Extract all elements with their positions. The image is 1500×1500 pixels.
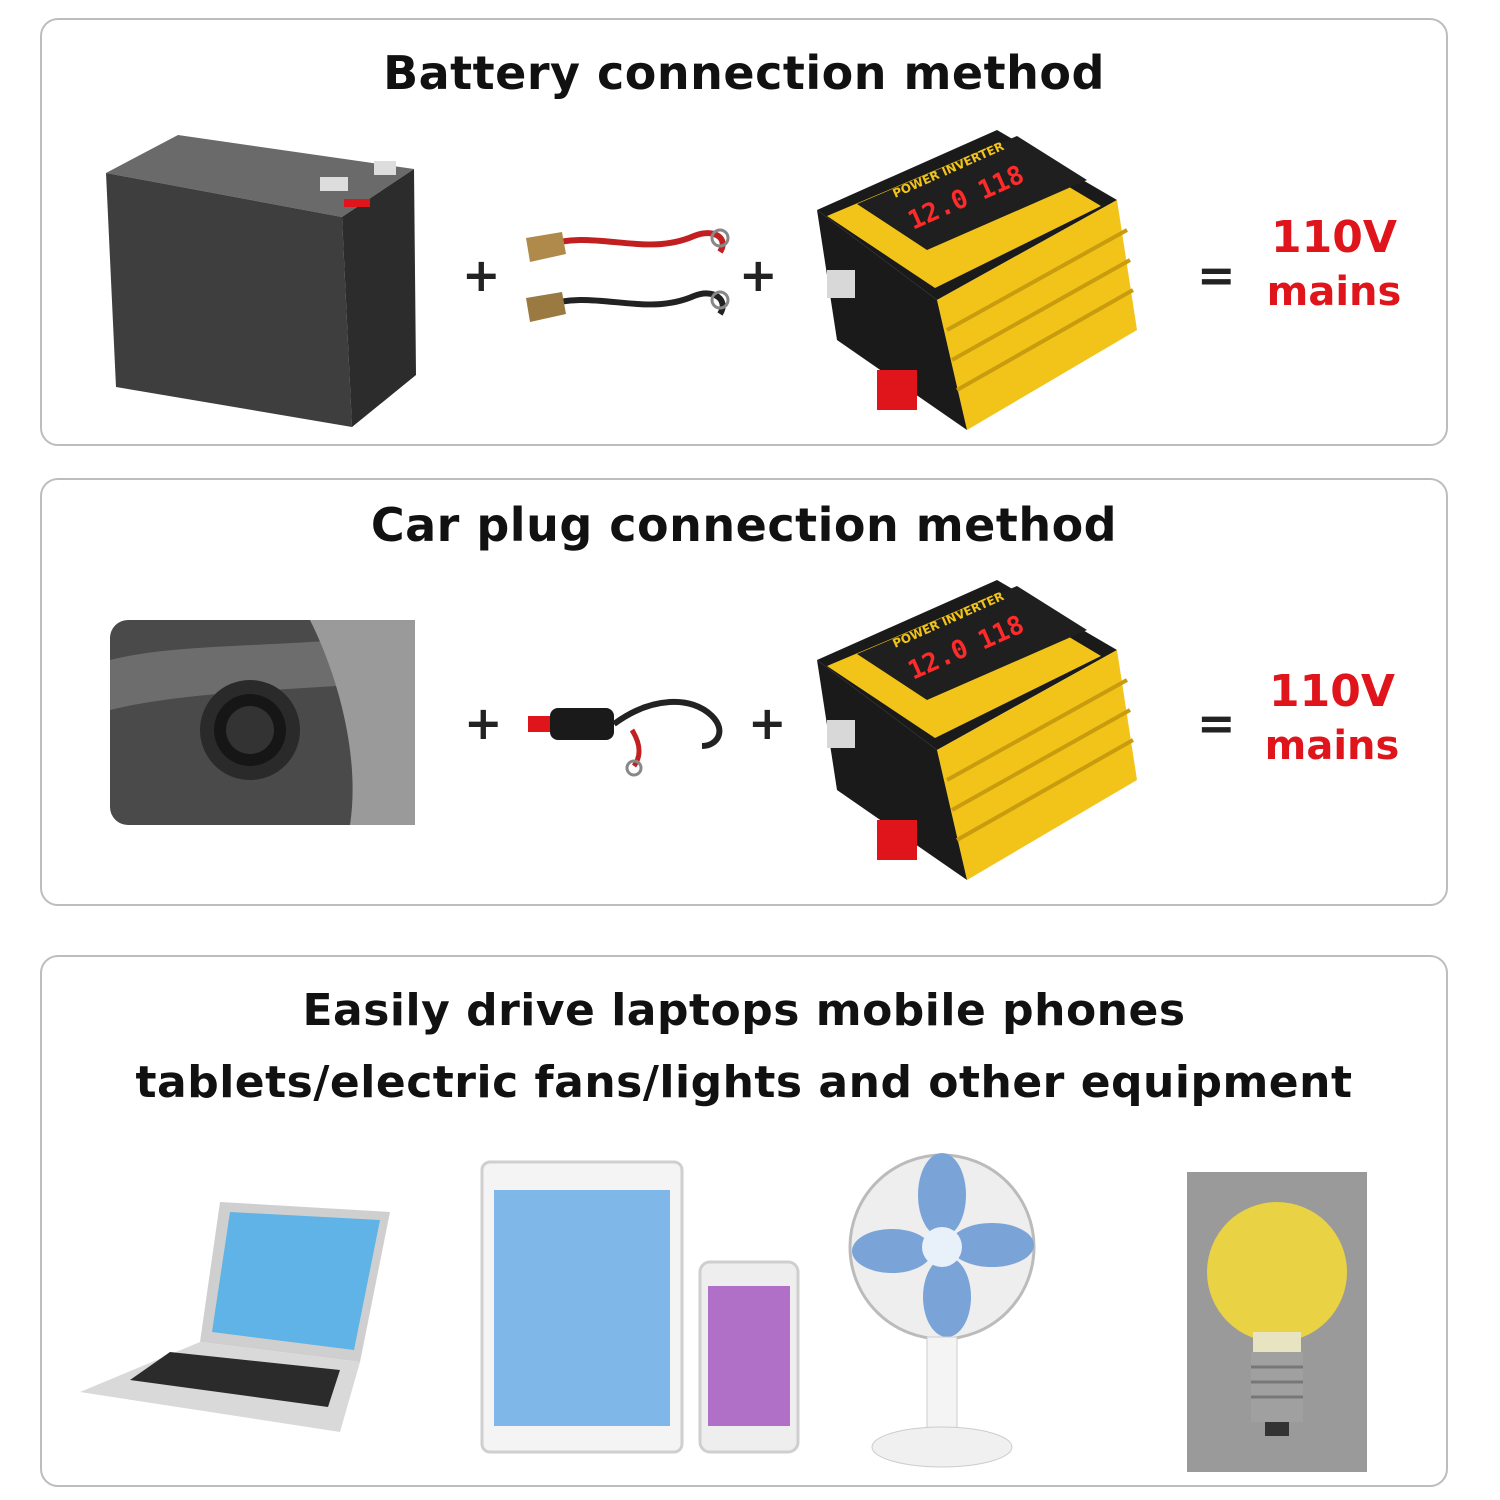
output-text: 110V mains bbox=[1232, 666, 1432, 769]
light-bulb-image bbox=[1187, 1172, 1367, 1472]
equals-sign: = bbox=[1197, 248, 1236, 302]
plus-sign: + bbox=[462, 248, 501, 302]
output-label: mains bbox=[1264, 723, 1400, 769]
alligator-clip-cables-image bbox=[526, 228, 730, 322]
tablet-and-phone-image bbox=[480, 1160, 800, 1454]
section-title: Battery connection method bbox=[383, 46, 1105, 100]
equals-sign: = bbox=[1197, 696, 1236, 750]
car-socket-image bbox=[110, 620, 415, 825]
section-title-line-1: Easily drive laptops mobile phones bbox=[302, 985, 1186, 1036]
car-plug-cable-image bbox=[528, 698, 723, 777]
output-voltage: 110V bbox=[1271, 212, 1397, 263]
power-inverter-image: POWER INVERTER 12.0 118 bbox=[817, 130, 1137, 430]
output-text: 110V mains bbox=[1234, 212, 1434, 315]
car-plug-connection-panel: Car plug connection method + + POWER INV… bbox=[40, 478, 1448, 906]
laptop-image bbox=[80, 1202, 390, 1432]
output-label: mains bbox=[1266, 269, 1402, 315]
battery-connection-panel: Battery connection method + + POWER INVE… bbox=[40, 18, 1448, 446]
devices-panel: Easily drive laptops mobile phones table… bbox=[40, 955, 1448, 1487]
plus-sign: + bbox=[748, 696, 787, 750]
section-title-line-2: tablets/electric fans/lights and other e… bbox=[135, 1057, 1353, 1108]
output-voltage: 110V bbox=[1269, 666, 1395, 717]
power-inverter-image: POWER INVERTER 12.0 118 bbox=[817, 580, 1137, 880]
plus-sign: + bbox=[739, 248, 778, 302]
electric-fan-image bbox=[848, 1153, 1036, 1468]
section-title: Car plug connection method bbox=[370, 498, 1118, 552]
battery-image bbox=[106, 135, 416, 427]
plus-sign: + bbox=[464, 696, 503, 750]
